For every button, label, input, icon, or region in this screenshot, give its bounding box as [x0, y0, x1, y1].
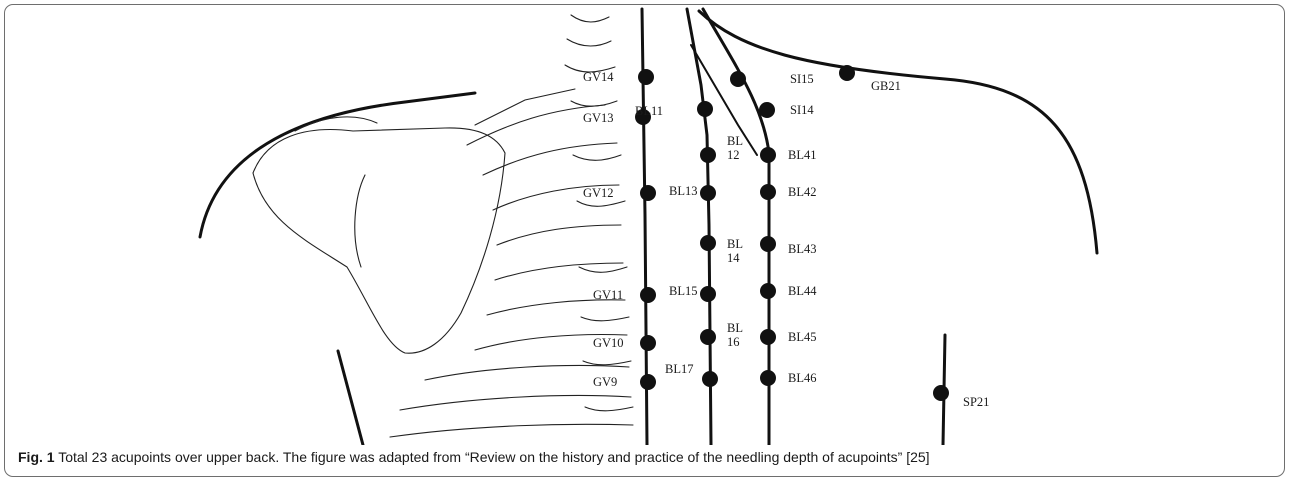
acupoint-bl45-marker [760, 329, 776, 345]
left-shoulder-outline [200, 93, 475, 237]
acupoint-bl41-label: BL41 [788, 148, 816, 162]
acupoint-bl44-marker [760, 283, 776, 299]
acupoint-bl41-marker [760, 147, 776, 163]
caption-text: Total 23 acupoints over upper back. The … [55, 449, 930, 465]
acupoint-si14-label: SI14 [790, 103, 814, 117]
acupoint-bl11-label: BL11 [635, 104, 663, 118]
left-flank-outline [338, 351, 363, 445]
acupoint-bl43-marker [760, 236, 776, 252]
acromion [355, 175, 365, 267]
small-intestine-line [691, 45, 757, 155]
acupoint-bl45-label: BL45 [788, 330, 816, 344]
acupoint-bl12-marker [700, 147, 716, 163]
acupoint-bl17-label: BL17 [665, 362, 693, 376]
acupoint-bl15-marker [700, 286, 716, 302]
figure-caption: Fig. 1 Total 23 acupoints over upper bac… [18, 449, 1280, 465]
acupoint-bl42-marker [760, 184, 776, 200]
acupoint-sp21-marker [933, 385, 949, 401]
acupoint-gb21-marker [839, 65, 855, 81]
acupoint-gv9-label: GV9 [593, 375, 617, 389]
right-shoulder-outline [699, 11, 1097, 253]
acupoint-gv10-label: GV10 [593, 336, 624, 350]
acupoint-bl43-label: BL43 [788, 242, 816, 256]
acupoint-bl11-marker [697, 101, 713, 117]
skeleton-drawing [253, 15, 633, 437]
acupoint-bl46-label: BL46 [788, 371, 816, 385]
acupoint-gb21-label: GB21 [871, 79, 901, 93]
acupoint-si15-label: SI15 [790, 72, 814, 86]
acupoint-gv10-marker [640, 335, 656, 351]
acupoint-gv11-marker [640, 287, 656, 303]
acupoint-bl16-marker [700, 329, 716, 345]
scapula-outline [253, 128, 505, 353]
acupoint-gv9-marker [640, 374, 656, 390]
acupoint-bl46-marker [760, 370, 776, 386]
acupoint-bl13-marker [700, 185, 716, 201]
acupoint-sp21-label: SP21 [963, 395, 989, 409]
caption-label: Fig. 1 [18, 449, 55, 465]
acupoint-gv14-marker [638, 69, 654, 85]
acupoint-gv13-label: GV13 [583, 111, 614, 125]
acupoint-gv14-label: GV14 [583, 70, 614, 84]
acupoint-si14-marker [759, 102, 775, 118]
acupoint-bl44-label: BL44 [788, 284, 817, 298]
acupoint-bl42-label: BL42 [788, 185, 816, 199]
acupoint-bl15-label: BL15 [669, 284, 697, 298]
acupoint-gv12-marker [640, 185, 656, 201]
acupoint-gv12-label: GV12 [583, 186, 614, 200]
acupoint-bl17-marker [702, 371, 718, 387]
acupoint-bl14-marker [700, 235, 716, 251]
acupoint-gv11-label: GV11 [593, 288, 623, 302]
acupoint-si15-marker [730, 71, 746, 87]
acupoint-bl13-label: BL13 [669, 184, 697, 198]
